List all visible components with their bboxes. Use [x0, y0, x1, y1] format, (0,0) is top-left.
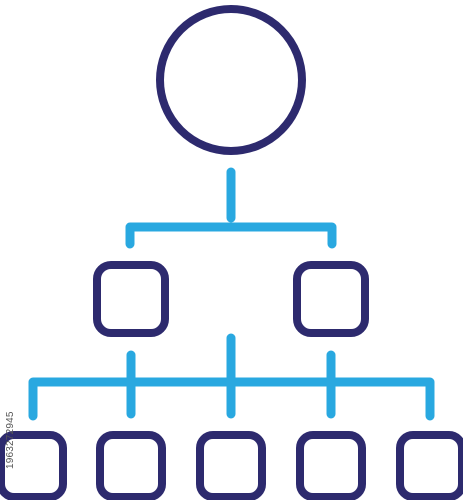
- upper-bracket-line: [125, 222, 337, 249]
- leaf-node-4: [296, 431, 366, 500]
- leaf-node-5: [396, 431, 463, 500]
- connector-lines: [28, 167, 435, 421]
- mid-node-right: [293, 261, 369, 337]
- nodes: [0, 5, 463, 500]
- leaf-node-3: [196, 431, 266, 500]
- lower-bracket-line: [28, 377, 435, 421]
- leaf-node-1: [0, 431, 67, 500]
- stock-id-label: 1963272945: [5, 411, 16, 469]
- mid-node-left: [93, 261, 169, 337]
- leaf-node-2: [96, 431, 166, 500]
- root-node-circle: [156, 5, 306, 155]
